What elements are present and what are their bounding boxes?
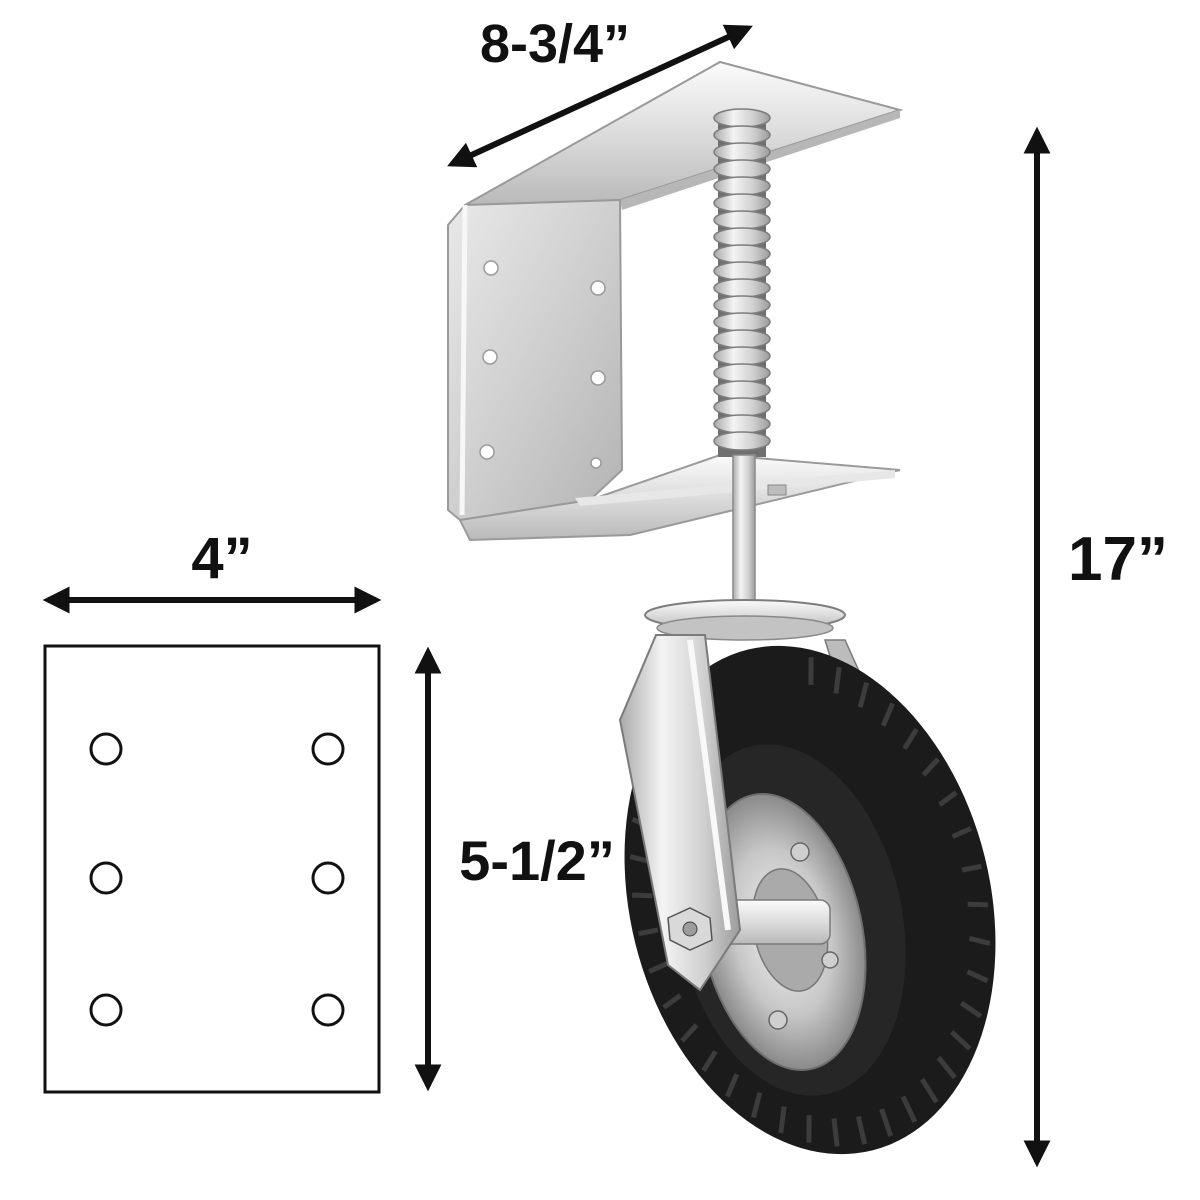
spring-coil <box>713 108 771 128</box>
tire-tread <box>966 969 989 984</box>
plate-hole <box>311 861 345 895</box>
tire-tread <box>938 790 958 807</box>
tire-tread <box>879 1108 894 1137</box>
tire-tread <box>855 1115 868 1145</box>
plate-height-label: 5-1/2” <box>459 829 615 892</box>
tire-tread <box>750 1092 763 1119</box>
compression-spring <box>713 108 771 457</box>
tire-tread <box>900 1095 918 1123</box>
spring-stem <box>732 454 756 611</box>
tire-tread <box>951 826 972 839</box>
tire-tread <box>632 892 653 899</box>
spring-coil <box>713 414 771 434</box>
tire-tread <box>701 1050 718 1073</box>
tire-tread <box>725 1073 740 1098</box>
spring-coil <box>713 227 771 247</box>
tire-tread <box>959 1000 983 1019</box>
tire-tread <box>778 1106 787 1134</box>
mounting-plate-drawing: 4” 5-1/2” <box>42 526 615 1094</box>
top-width-arrow <box>447 24 753 168</box>
bracket-holes <box>479 260 606 469</box>
spring-coil <box>713 363 771 383</box>
spring-coil <box>713 125 771 145</box>
tire-tread <box>949 1030 972 1051</box>
spring-coil <box>713 159 771 179</box>
tire-tread <box>919 1077 939 1104</box>
tire-tread <box>968 935 991 946</box>
spring-coil <box>713 397 771 417</box>
spring-coil <box>713 431 771 451</box>
top-width-dimension: 8-3/4” <box>447 14 753 168</box>
tire-tread <box>967 901 988 908</box>
gate-wheel-illustration <box>447 60 996 1155</box>
spring-coil <box>713 193 771 213</box>
spring-coil <box>713 380 771 400</box>
spring-coil <box>713 329 771 349</box>
tire-tread <box>680 1023 699 1043</box>
mounting-plate-outline <box>43 644 381 1094</box>
plate-hole <box>89 732 123 766</box>
mounting-plate-holes <box>89 732 345 1027</box>
tire-tread <box>857 681 870 708</box>
plate-hole <box>311 993 345 1027</box>
plate-width-label: 4” <box>191 526 252 591</box>
tire-tread <box>833 666 842 694</box>
plate-hole <box>89 993 123 1027</box>
tire-tread <box>648 961 669 974</box>
tire-tread <box>961 863 982 873</box>
plate-hole <box>89 861 123 895</box>
tire-tread <box>638 927 659 937</box>
spring-coil <box>713 295 771 315</box>
spring-coil <box>713 176 771 196</box>
tire-tread <box>936 1055 957 1080</box>
fork-leg-front <box>618 634 742 992</box>
spring-coil <box>713 278 771 298</box>
spring-coil <box>713 312 771 332</box>
plate-hole <box>311 732 345 766</box>
top-width-label: 8-3/4” <box>480 14 630 74</box>
spring-coil <box>713 244 771 264</box>
tire-tread <box>902 727 919 750</box>
spring-coil <box>713 142 771 162</box>
spring-coil <box>713 346 771 366</box>
total-height-dimension: 17” <box>1023 126 1168 1168</box>
spring-coil <box>713 210 771 230</box>
total-height-label: 17” <box>1068 525 1168 594</box>
tire-tread <box>880 702 895 727</box>
tire-tread <box>831 1118 840 1147</box>
tire-tread <box>921 757 940 777</box>
tire-tread <box>662 993 682 1010</box>
bracket-side-plate <box>447 198 624 522</box>
spring-coil <box>713 261 771 281</box>
